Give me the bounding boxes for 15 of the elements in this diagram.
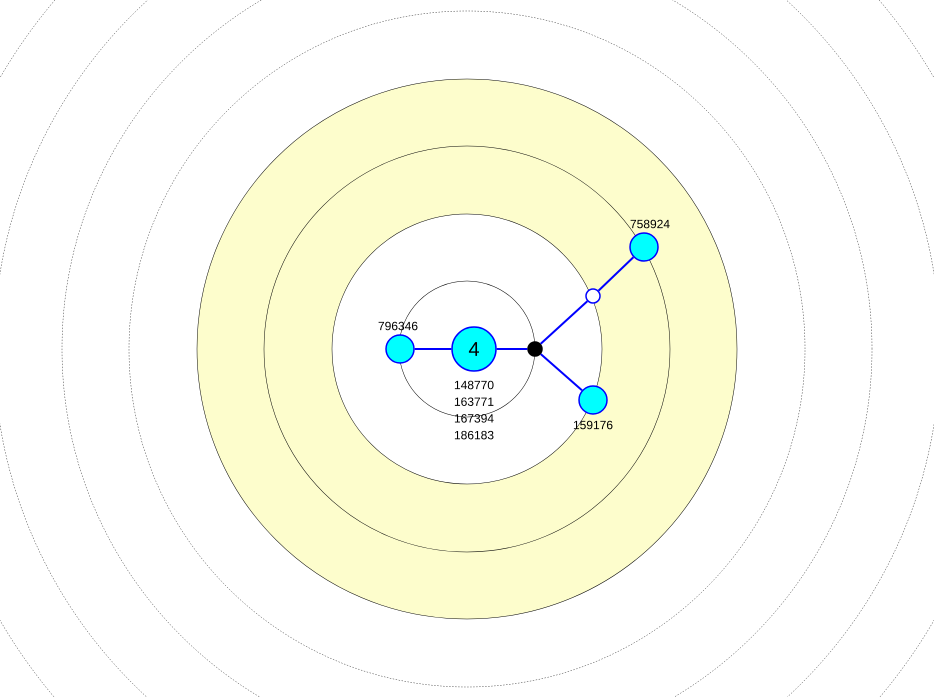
node-circle xyxy=(629,232,659,262)
junction-dot xyxy=(527,341,543,357)
connector-line xyxy=(414,348,452,350)
node-label: 163771 xyxy=(454,397,494,406)
connector-line xyxy=(598,256,634,292)
node-circle xyxy=(385,334,415,364)
connector-line xyxy=(540,300,588,344)
node-label: 148770 xyxy=(454,380,494,390)
connector-line xyxy=(540,353,583,391)
hollow-junction xyxy=(585,288,601,304)
node-label: 758924 xyxy=(630,220,670,228)
connector-line xyxy=(496,348,528,350)
node-label: 186183 xyxy=(454,430,494,440)
node-label: 167394 xyxy=(454,414,494,423)
node-circle xyxy=(578,385,608,415)
